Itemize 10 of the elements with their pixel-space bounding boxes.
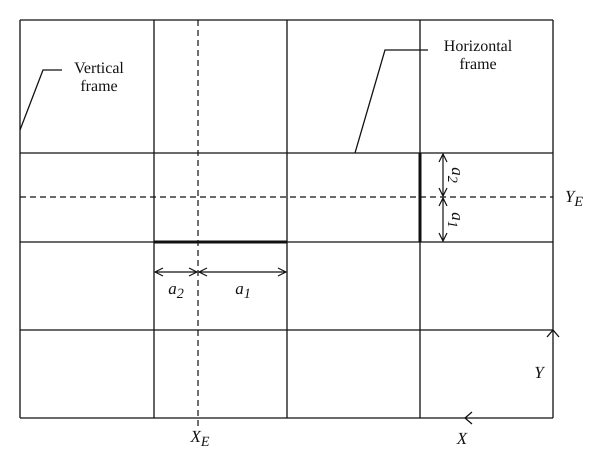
axis-symbol: Y — [534, 363, 544, 383]
axis-symbol: Y$_{E}$ — [564, 186, 584, 212]
axis-symbol: a$_{1}$ — [235, 278, 251, 304]
axis-symbol: a$_{2}$ — [168, 278, 184, 304]
callout-label: Vertical frame — [62, 60, 136, 100]
callout-label: Horizontal frame — [428, 38, 528, 78]
leader-line — [19, 69, 62, 130]
axis-symbol: X$_{E}$ — [190, 426, 210, 452]
axis-symbol: X — [456, 429, 468, 449]
leader-line — [354, 49, 428, 154]
